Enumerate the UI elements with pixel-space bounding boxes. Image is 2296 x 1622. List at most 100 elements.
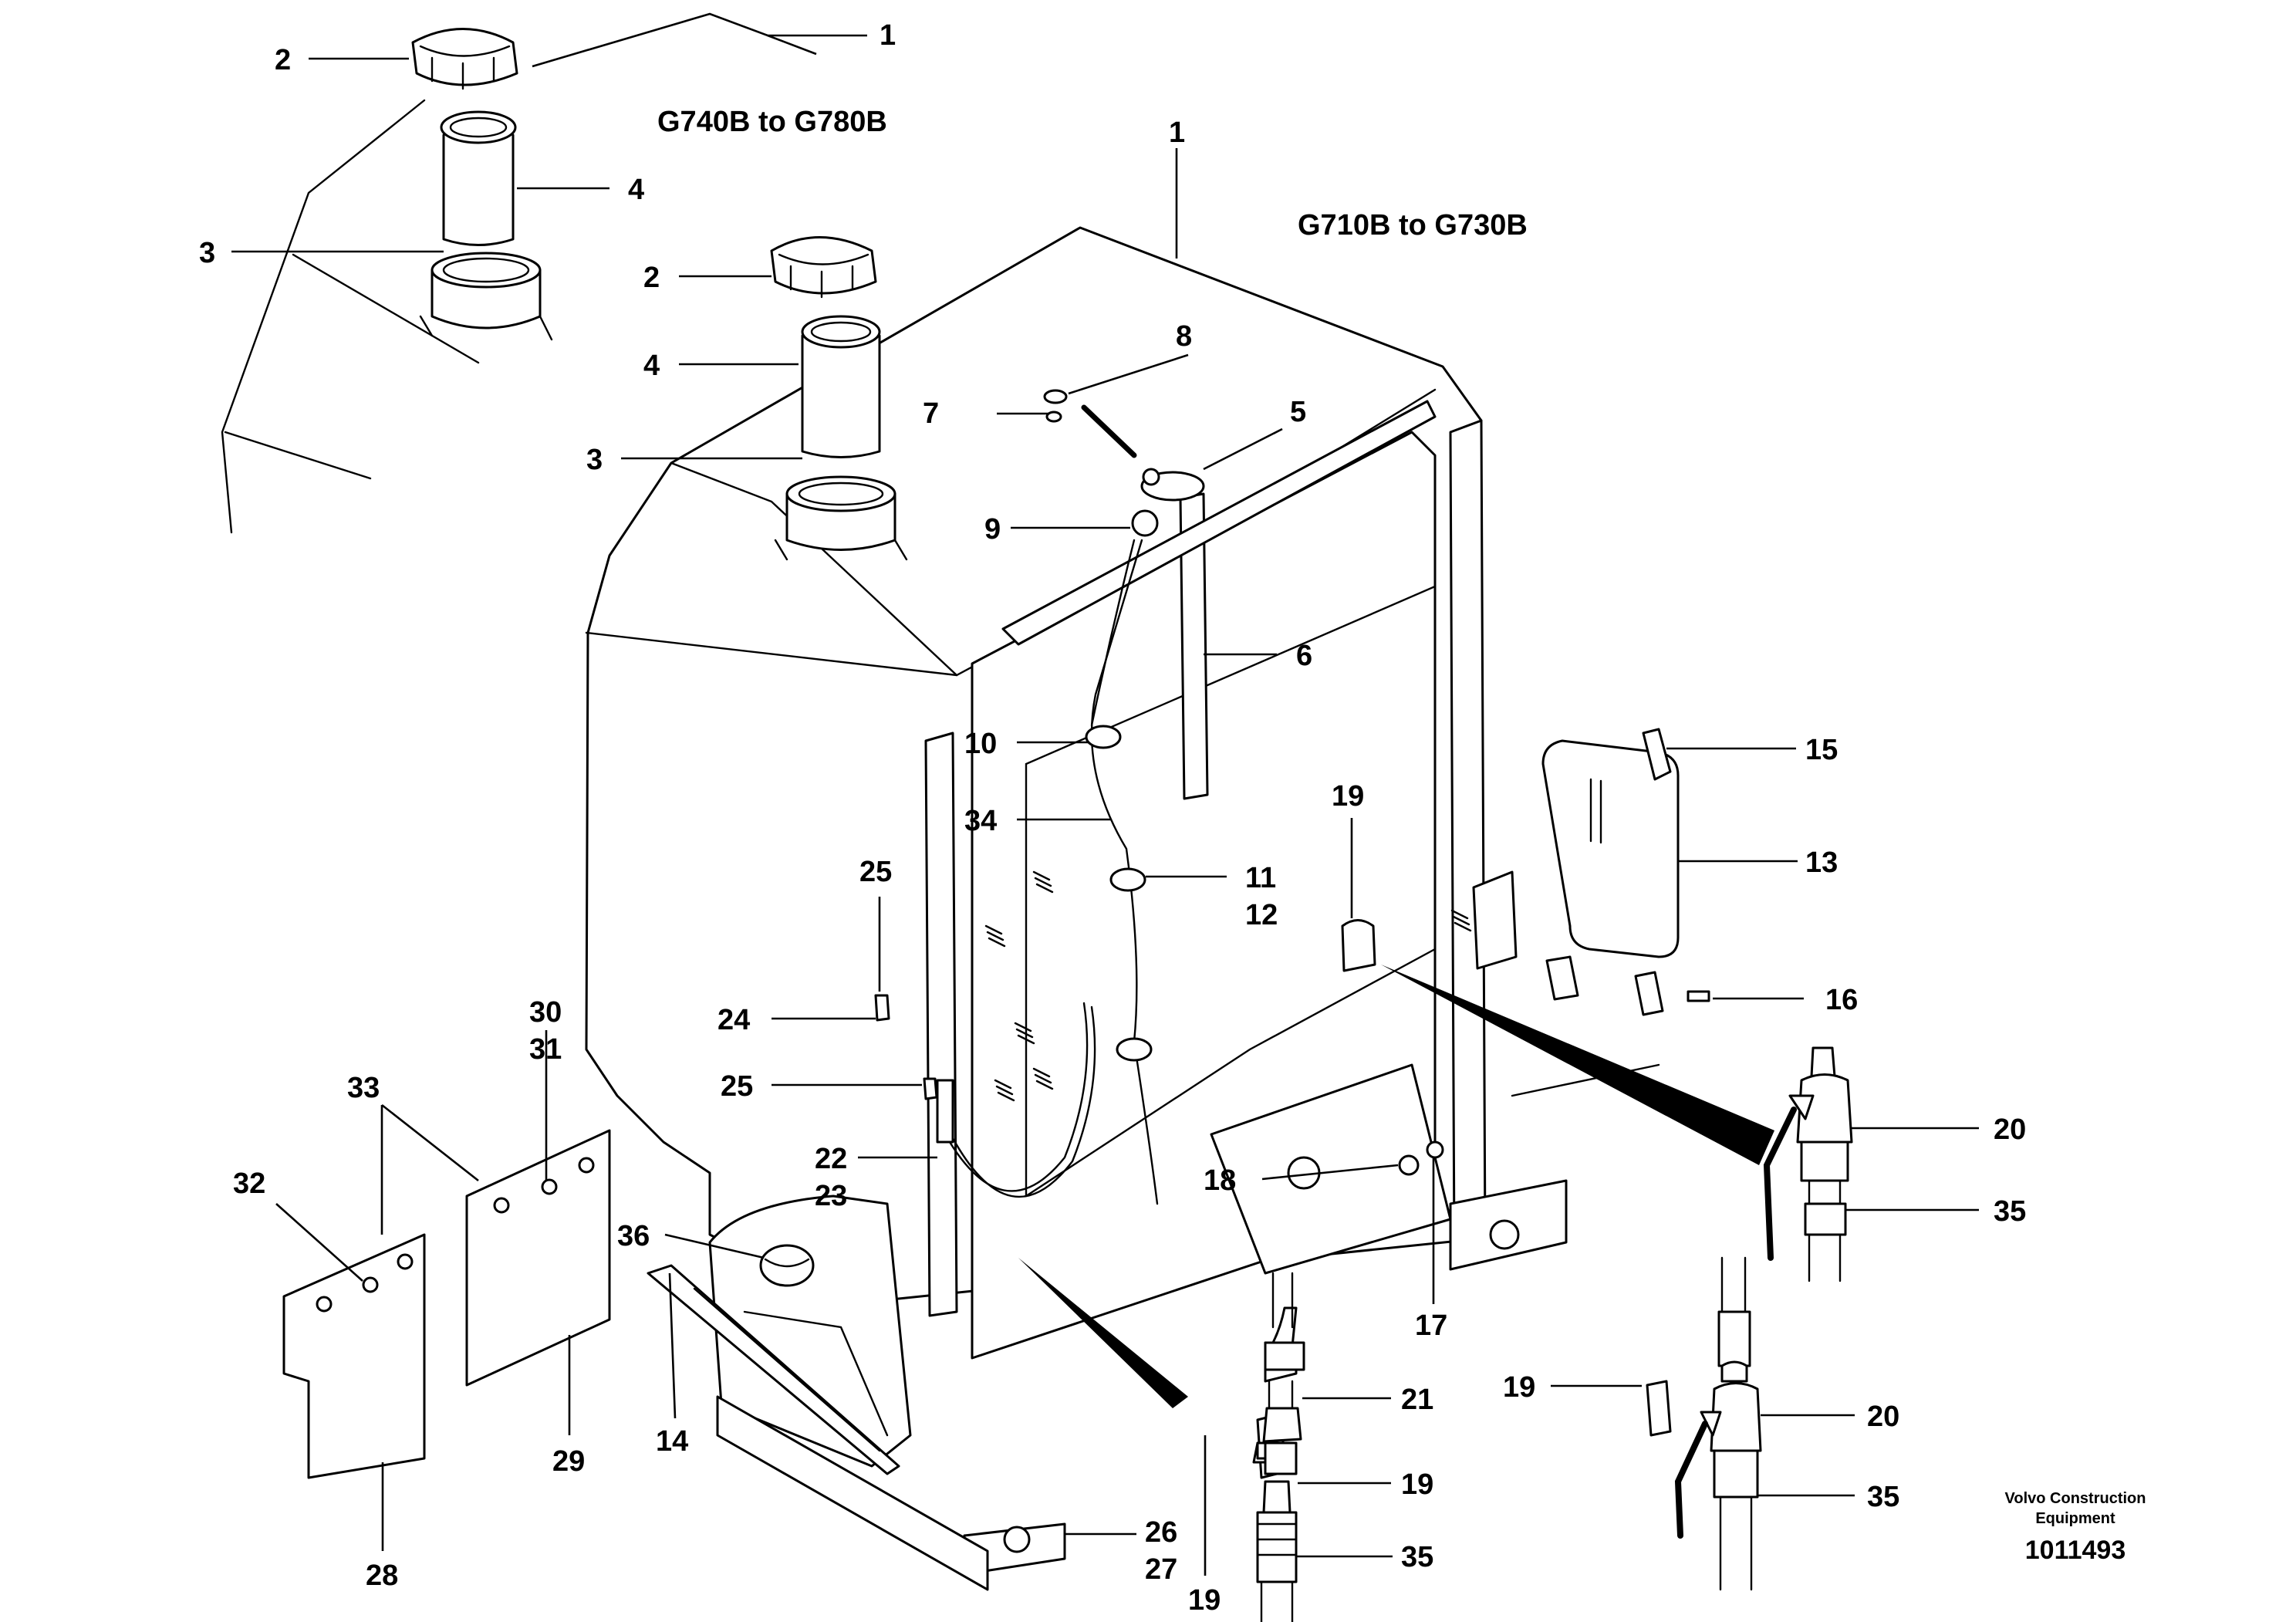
callout-34: 34	[964, 805, 997, 837]
tank-studs	[984, 870, 1472, 1102]
callout-3: 3	[586, 444, 603, 476]
callout-9: 9	[984, 513, 1001, 546]
valve-assembly-lower	[1646, 1256, 1762, 1591]
hinge-lower-right	[1634, 971, 1664, 1016]
shield-plate-29	[465, 1129, 611, 1387]
main-fuel-tank	[585, 226, 1774, 1591]
callout-19: 19	[1401, 1468, 1433, 1501]
main-filler-cap	[770, 236, 877, 295]
callout-32: 32	[233, 1168, 265, 1200]
tank-left-rail	[924, 732, 958, 1317]
inset-filler-cap	[411, 28, 518, 86]
hinge-15	[1642, 728, 1672, 781]
inset-tank-g740b	[221, 28, 553, 534]
elbow-19-right	[1646, 1380, 1672, 1437]
screw-16	[1687, 990, 1710, 1002]
hose-fitting-lower	[1717, 1310, 1751, 1367]
valve-19-inside	[1341, 919, 1376, 972]
callout-12: 12	[1245, 899, 1278, 931]
clip-upper	[1085, 725, 1122, 749]
callout-26: 26	[1145, 1516, 1177, 1549]
callout-16: 16	[1825, 984, 1858, 1016]
footer: Volvo Construction Equipment 1011493	[2005, 1490, 2146, 1565]
leader-wedge-bottom	[1018, 1258, 1188, 1408]
bolt-25-lower	[923, 1077, 938, 1100]
sender-grommet	[1131, 509, 1159, 537]
tank-right-bracket	[1472, 870, 1518, 970]
callout-8: 8	[1176, 320, 1192, 353]
cover-plate	[1541, 739, 1680, 958]
callout-28: 28	[366, 1559, 398, 1592]
callout-33: 33	[347, 1072, 380, 1104]
model-label-main: G710B to G730B	[1298, 209, 1528, 242]
brand-line-2: Equipment	[2035, 1510, 2115, 1527]
callout-7: 7	[923, 397, 939, 430]
bolt-18	[1398, 1154, 1420, 1176]
callout-6: 6	[1296, 640, 1312, 672]
hinge-lower-left	[1545, 955, 1579, 1001]
callout-14: 14	[656, 1425, 688, 1458]
callout-19: 19	[1188, 1584, 1221, 1617]
callout-29: 29	[552, 1445, 585, 1478]
model-labels: G740B to G780B G710B to G730B	[657, 106, 1528, 242]
model-label-upper: G740B to G780B	[657, 106, 887, 138]
brand-line-1: Volvo Construction	[2005, 1490, 2146, 1507]
callout-11: 11	[1245, 862, 1276, 894]
bolt-17	[1426, 1140, 1444, 1159]
ball-valve-20-lower	[1710, 1382, 1762, 1452]
callout-36: 36	[617, 1220, 650, 1252]
callout-18: 18	[1204, 1164, 1236, 1197]
bottom-fittings	[1252, 1272, 1305, 1622]
leader-lines	[231, 12, 1979, 1576]
callout-5: 5	[1290, 396, 1306, 428]
bolt-25-upper	[874, 994, 890, 1022]
callout-35: 35	[1867, 1481, 1899, 1513]
callout-23: 23	[815, 1180, 847, 1212]
ball-valve-20-upper	[1796, 1073, 1853, 1144]
callout-19: 19	[1332, 780, 1364, 813]
inset-tank-top-edge	[292, 253, 480, 364]
inset-tank-side-edge	[224, 431, 372, 480]
fitting-35-center	[1256, 1511, 1298, 1583]
callout-35: 35	[1401, 1541, 1433, 1573]
tank-bottom-left-edge	[716, 1395, 989, 1591]
callout-30: 30	[529, 996, 562, 1029]
callout-13: 13	[1805, 846, 1838, 879]
callout-1: 1	[880, 19, 896, 52]
fitting-35-lower	[1713, 1449, 1759, 1499]
callout-2: 2	[275, 44, 291, 76]
tank-top-flange	[1001, 400, 1437, 646]
leader-wedge-right	[1381, 965, 1774, 1165]
callout-10: 10	[964, 728, 997, 760]
callout-24: 24	[718, 1004, 750, 1036]
tank-right-rail	[1449, 419, 1487, 1252]
inset-tank-outline	[221, 99, 426, 534]
callout-27: 27	[1145, 1553, 1177, 1586]
callout-31: 31	[529, 1033, 562, 1066]
main-strainer	[801, 334, 881, 458]
callout-20: 20	[1867, 1401, 1899, 1433]
document-number: 1011493	[2025, 1536, 2126, 1565]
valve-assembly-upper	[1763, 1046, 1853, 1282]
callout-2: 2	[643, 262, 660, 294]
callout-numbers: 1 2 4 3 1 2 4 3 8 7 5 9 6 10 34 11 12 25…	[199, 19, 2026, 1617]
callout-3: 3	[199, 237, 215, 269]
fitting-35-upper	[1804, 1202, 1847, 1236]
callout-1: 1	[1169, 117, 1185, 149]
callout-17: 17	[1415, 1309, 1447, 1342]
callout-35: 35	[1994, 1195, 2026, 1228]
callout-19: 19	[1503, 1371, 1535, 1404]
access-flap	[647, 1264, 900, 1475]
access-cover-13	[1541, 728, 1710, 1016]
fuel-line-fitting	[936, 1079, 954, 1144]
callout-15: 15	[1805, 734, 1838, 766]
callout-4: 4	[628, 174, 644, 206]
callout-20: 20	[1994, 1113, 2026, 1146]
inset-strainer	[442, 133, 515, 246]
shield-plates	[282, 1129, 611, 1479]
clip-lower	[1109, 867, 1146, 892]
tank-base-plate	[1210, 1063, 1452, 1275]
callout-4: 4	[643, 350, 660, 382]
callout-21: 21	[1401, 1384, 1433, 1416]
